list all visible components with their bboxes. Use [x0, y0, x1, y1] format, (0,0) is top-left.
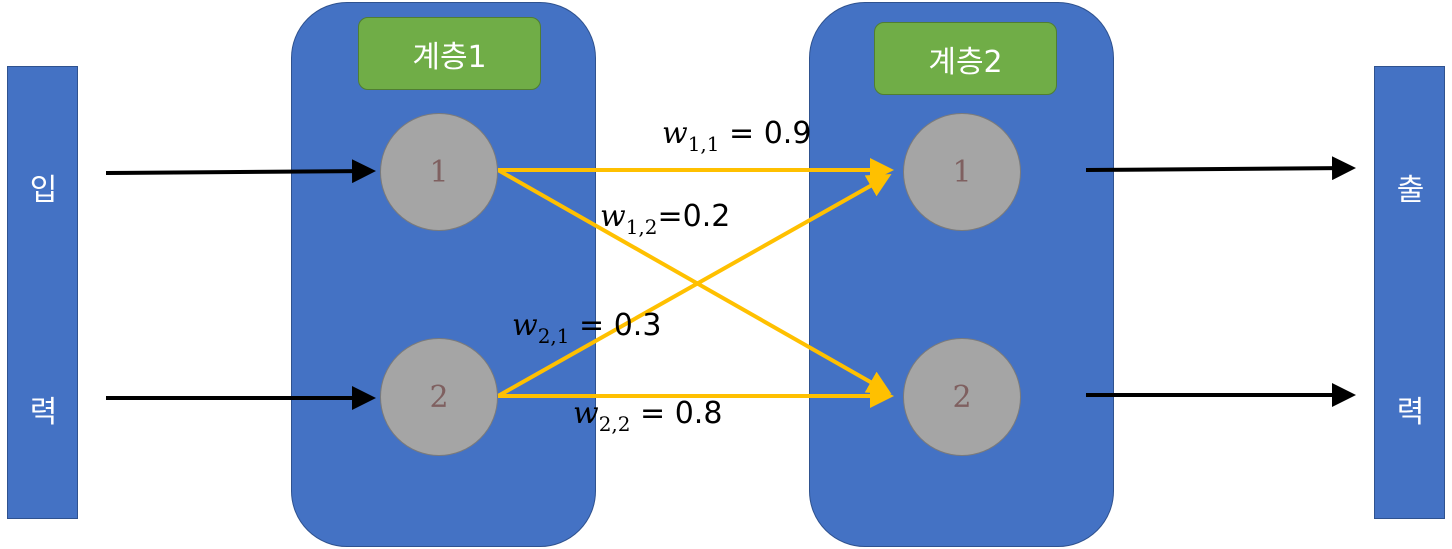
output-bar-bottom-char: 력	[1396, 395, 1425, 430]
weight-symbol: w	[512, 308, 538, 343]
weight-label-2-2: w2,2 = 0.8	[573, 396, 723, 435]
output-bar: 출 력	[1374, 66, 1445, 519]
layer-2-node-1: 1	[903, 113, 1021, 231]
weight-subscript: 1,2	[625, 215, 658, 239]
input-bar-top-char: 입	[29, 173, 58, 208]
weight-symbol: w	[662, 116, 688, 151]
weight-value: = 0.3	[579, 308, 662, 343]
weight-arrow-2-1	[497, 174, 892, 398]
weight-arrow-1-2	[497, 168, 892, 394]
layer-2-node-2: 2	[903, 338, 1021, 456]
layer-1-label: 계층1	[358, 17, 541, 90]
layer-1-node-1: 1	[380, 113, 498, 231]
weight-symbol: w	[600, 199, 626, 234]
weight-subscript: 2,1	[537, 324, 570, 348]
weight-value: = 0.8	[640, 396, 723, 431]
weight-value: = 0.9	[729, 116, 812, 151]
input-bar: 입 력	[7, 66, 78, 519]
input-arrow-1	[105, 159, 376, 184]
layer-2-label: 계층2	[874, 22, 1057, 95]
output-arrow-1	[1085, 156, 1356, 181]
weight-subscript: 2,2	[598, 412, 631, 436]
layer-1-box	[291, 2, 596, 547]
input-bar-bottom-char: 력	[29, 395, 58, 430]
output-bar-top-char: 출	[1396, 173, 1425, 208]
layer-1-node-2: 2	[380, 338, 498, 456]
weight-value: =0.2	[657, 199, 731, 234]
weight-symbol: w	[573, 396, 599, 431]
weight-subscript: 1,1	[687, 132, 720, 156]
weight-label-2-1: w2,1 = 0.3	[512, 308, 662, 347]
weight-label-1-2: w1,2=0.2	[600, 199, 731, 238]
weight-label-1-1: w1,1 = 0.9	[662, 116, 812, 155]
